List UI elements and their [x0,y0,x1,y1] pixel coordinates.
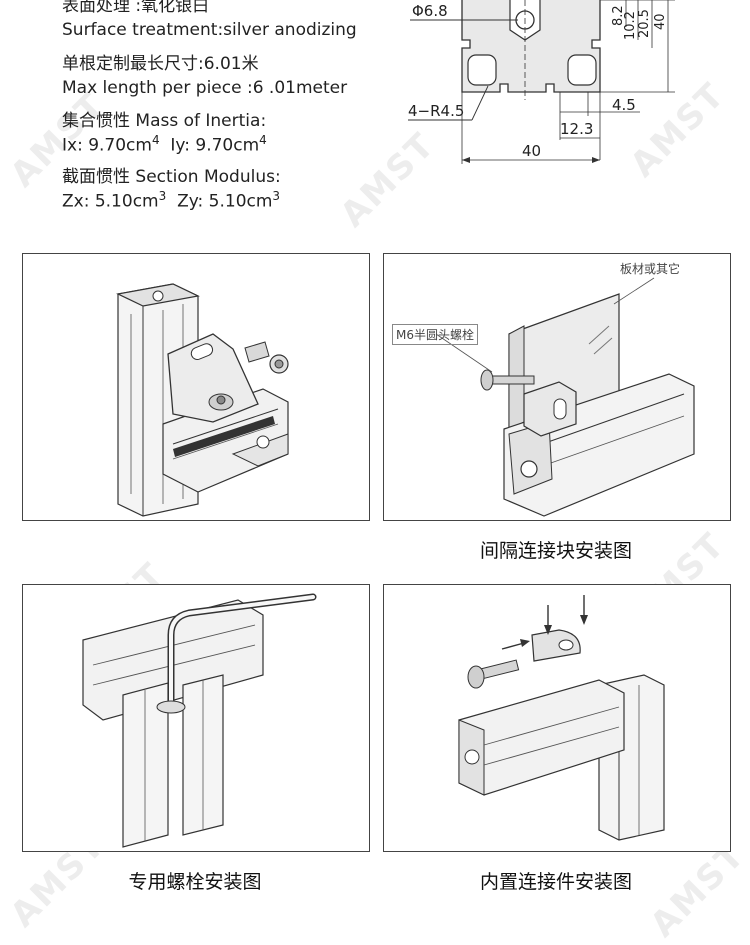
radius-dimension: 4−R4.5 [408,102,464,120]
caption-internal-connector: 内置连接件安装图 [479,871,632,893]
dim-20-5: 20.5 [637,9,652,38]
ix-value: Ix: 9.70cm [62,135,152,156]
internal-connector-illustration [458,595,665,841]
profile-cross-section-drawing: Φ6.8 4−R4.5 8.2 10.2 20.5 40 4.5 12.3 40 [408,0,675,164]
dim-10-2: 10.2 [623,11,638,40]
max-length-en: Max length per piece :6 .01meter [62,78,348,98]
panel-spacer-block: 板材或其它 M6半圆头螺栓 [383,253,731,521]
zx-exponent: 3 [158,189,167,203]
dim-12-3: 12.3 [560,120,593,138]
zx-value: Zx: 5.10cm [62,191,159,212]
caption-special-bolt: 专用螺栓安装图 [128,871,262,893]
modulus-values: Zx: 5.10cm3 Zy: 5.10cm3 [62,189,280,212]
corner-bracket-illustration [116,283,289,517]
special-bolt-illustration [82,593,317,848]
iy-exponent: 4 [259,133,267,147]
zy-value: Zy: 5.10cm [177,191,273,212]
board-callout-label: 板材或其它 [620,262,681,276]
panel-special-bolt [22,584,370,852]
inertia-heading: 集合惯性 Mass of Inertia: [62,111,267,131]
inertia-values: Ix: 9.70cm4 Iy: 9.70cm4 [62,133,267,156]
dim-40-horizontal: 40 [522,142,541,160]
panel-internal-connector [383,584,731,852]
surface-treatment-en: Surface treatment:silver anodizing [62,20,357,40]
dim-4-5: 4.5 [612,96,636,114]
ix-exponent: 4 [151,133,160,147]
panel-corner-bracket [22,253,370,521]
iy-value: Iy: 9.70cm [170,135,260,156]
dim-40-vertical: 40 [653,13,668,30]
dim-8-2: 8.2 [611,5,626,26]
max-length-cn: 单根定制最长尺寸:6.01米 [62,54,259,74]
spacer-block-illustration [435,277,695,517]
caption-spacer-block: 间隔连接块安装图 [479,540,632,562]
phi-dimension: Φ6.8 [412,2,448,20]
zy-exponent: 3 [272,189,281,203]
modulus-heading: 截面惯性 Section Modulus: [62,167,281,187]
surface-treatment-cn: 表面处理 :氧化银白 [62,0,210,16]
bolt-callout-label: M6半圆头螺栓 [392,324,478,345]
